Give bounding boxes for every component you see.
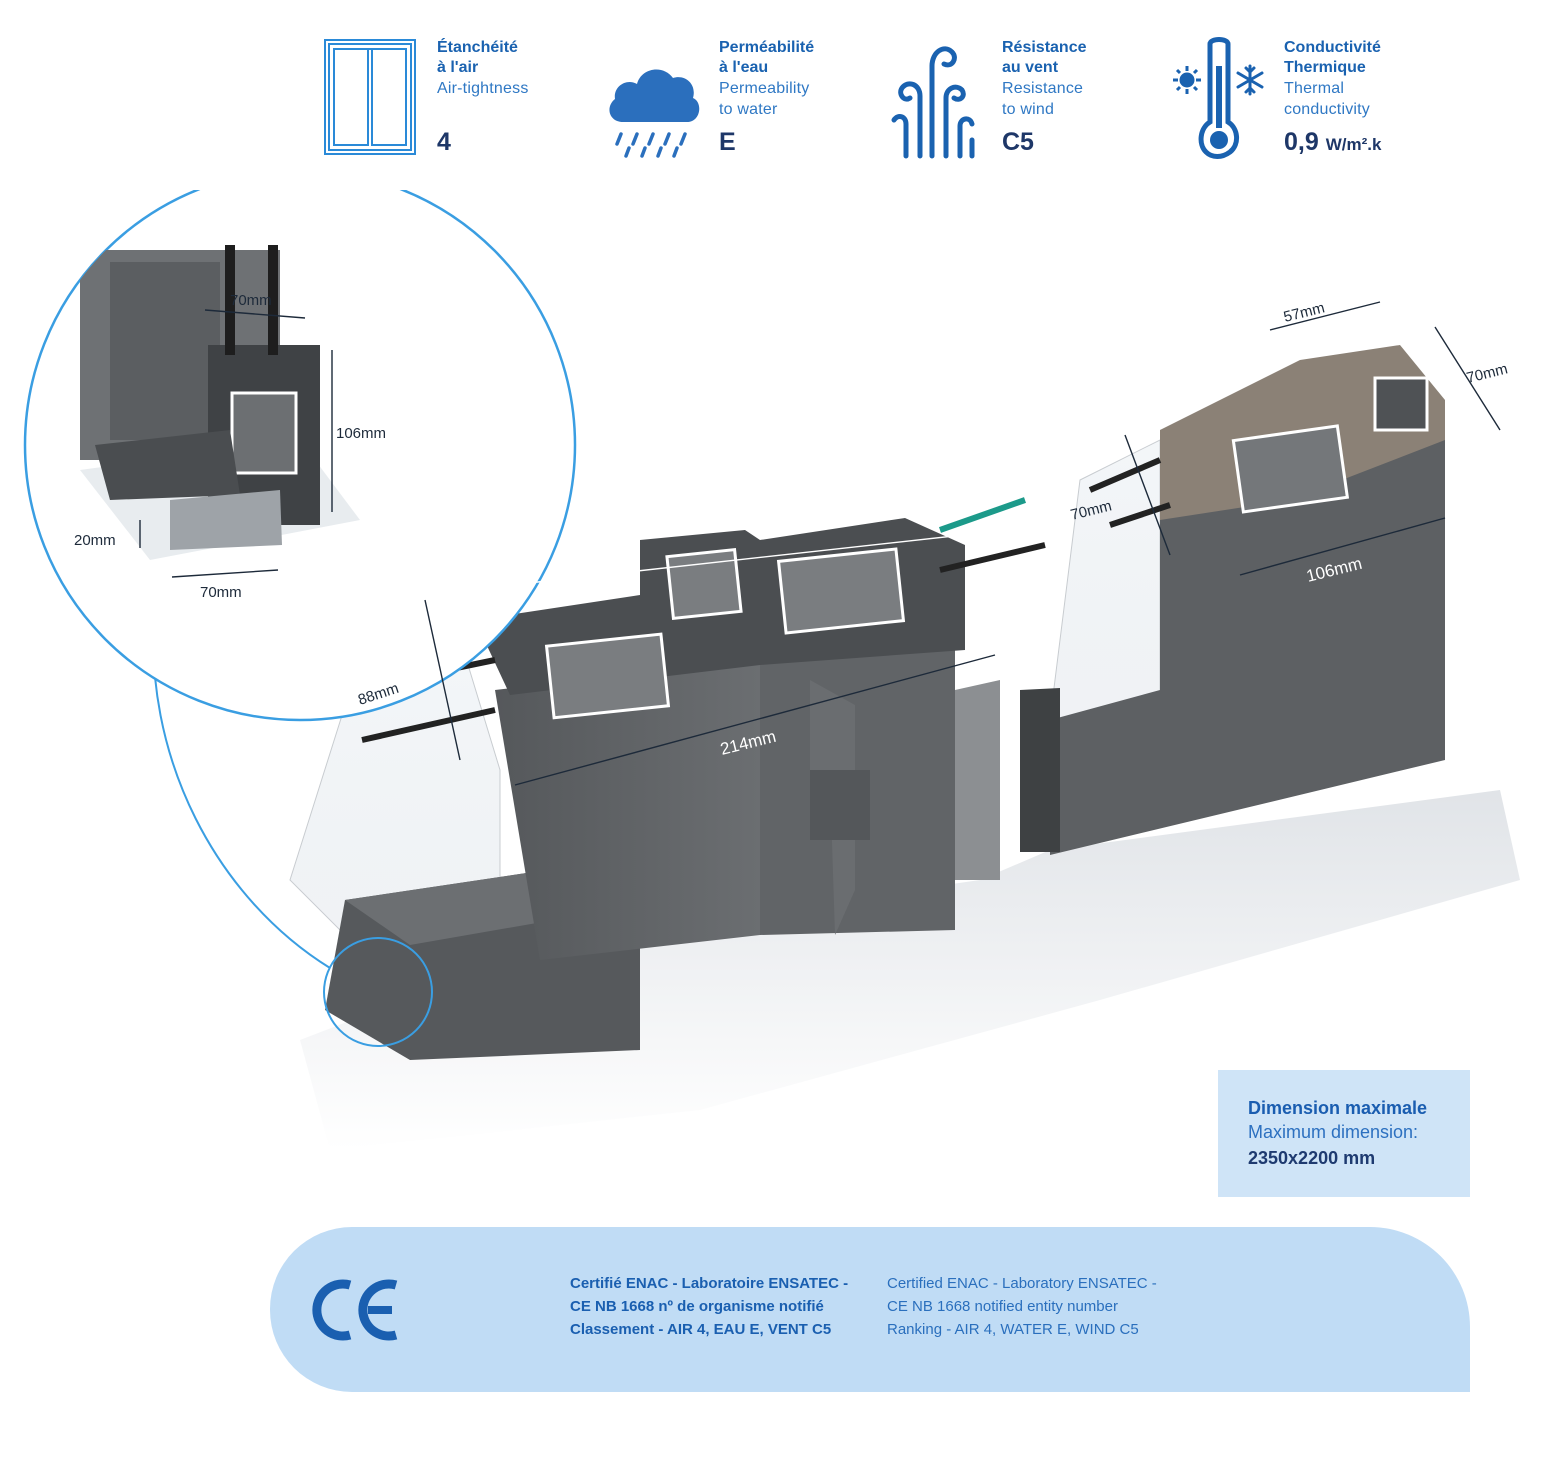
wind-icon [891, 46, 975, 159]
feature-title-fr: au vent [1002, 59, 1059, 76]
feature-subtitle-en: Thermal [1284, 80, 1345, 97]
window-icon [324, 39, 416, 155]
feature-thermal-conductivity: Conductivité Thermique Thermal conductiv… [1170, 36, 1440, 166]
feature-subtitle-en [437, 99, 529, 120]
feature-title-fr: à l'eau [719, 59, 769, 76]
rain-cloud-icon [609, 69, 700, 158]
max-dimension-box: Dimension maximale Maximum dimension: 23… [1218, 1070, 1470, 1197]
dim-side-right: 70mm [1465, 360, 1510, 387]
cert-fr-line: Certifié ENAC - Laboratoire ENSATEC - [570, 1275, 849, 1292]
feature-value: E [719, 128, 736, 156]
certification-banner: Certifié ENAC - Laboratoire ENSATEC - CE… [270, 1227, 1470, 1392]
dim-detail-bottom: 70mm [200, 584, 242, 601]
feature-value: 0,9 W/m².k [1284, 128, 1381, 157]
sun-icon [1173, 66, 1201, 94]
window-profile-diagram: 70mm 106mm 20mm 70mm 88mm 214mm 57mm 70m… [23, 190, 1520, 1150]
main-sash-profile [289, 497, 1046, 1060]
feature-value-unit: W/m².k [1325, 135, 1382, 154]
max-dimension-value: 2350x2200 mm [1248, 1148, 1376, 1168]
snowflake-icon [1236, 64, 1264, 96]
max-dimension-subtitle: Maximum dimension: [1248, 1122, 1419, 1142]
feature-subtitle-en: Resistance [1002, 80, 1084, 97]
feature-value: C5 [1002, 128, 1034, 156]
ce-mark-icon [312, 1279, 398, 1341]
detail-circle [23, 190, 577, 722]
feature-value: 4 [437, 128, 451, 156]
detail-highlight-circle [323, 937, 433, 1047]
side-frame-profile [1020, 345, 1445, 855]
feature-title-fr: Thermique [1284, 59, 1366, 76]
feature-title-fr: Conductivité [1284, 39, 1381, 56]
dim-detail-top: 70mm [230, 292, 272, 309]
cert-fr-line: Classement - AIR 4, EAU E, VENT C5 [570, 1321, 832, 1338]
feature-air-tightness: Étanchéité à l'air Air-tightness 4 [324, 36, 564, 166]
feature-wind-resistance: Résistance au vent Resistance to wind C5 [886, 36, 1126, 166]
thermometer-icon [1173, 37, 1264, 159]
dim-detail-sill: 20mm [74, 532, 116, 549]
feature-subtitle-en: conductivity [1284, 101, 1370, 118]
feature-title-fr: Résistance [1002, 39, 1087, 56]
feature-subtitle-en: Air-tightness [437, 80, 529, 97]
cert-en-line: CE NB 1668 notified entity number [887, 1298, 1118, 1315]
dim-detail-height: 106mm [336, 425, 386, 442]
cert-en-line: Ranking - AIR 4, WATER E, WIND C5 [887, 1321, 1139, 1338]
max-dimension-title: Dimension maximale [1248, 1098, 1428, 1118]
feature-subtitle-en: to water [719, 101, 778, 118]
feature-water-permeability: Perméabilité à l'eau Permeability to wat… [605, 36, 855, 166]
feature-value-number: 0,9 [1284, 128, 1319, 156]
feature-title-fr: Étanchéité [437, 39, 518, 56]
feature-title-fr: Perméabilité [719, 39, 815, 56]
floor-shadow [300, 790, 1520, 1150]
feature-subtitle-en: Permeability [719, 80, 810, 97]
feature-subtitle-en: to wind [1002, 101, 1055, 118]
cert-fr-line: CE NB 1668 nº de organisme notifié [570, 1298, 824, 1315]
cert-en-line: Certified ENAC - Laboratory ENSATEC - [887, 1275, 1157, 1292]
feature-title-fr: à l'air [437, 59, 479, 76]
